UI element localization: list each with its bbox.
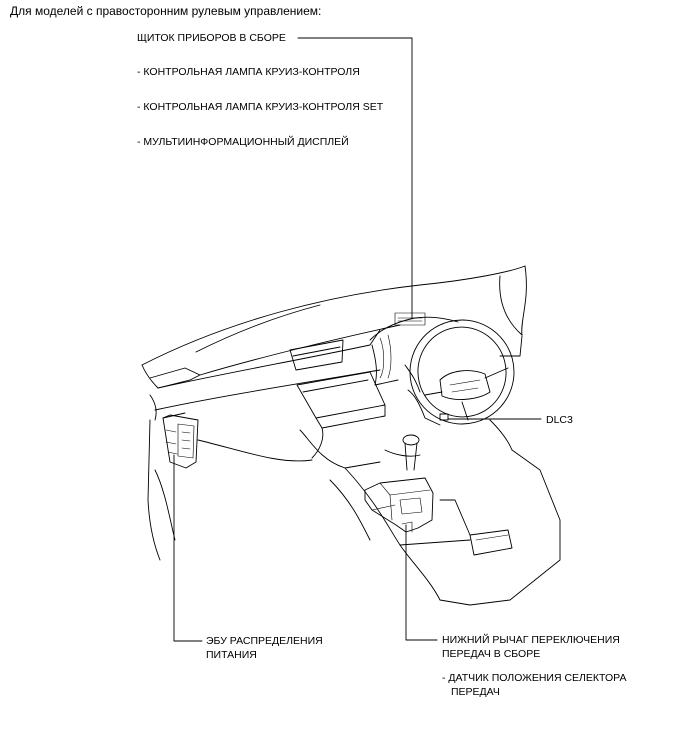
left-trim <box>147 419 313 561</box>
label-shift-lever-line1: НИЖНИЙ РЫЧАГ ПЕРЕКЛЮЧЕНИЯ <box>442 634 620 646</box>
label-instrument-cluster: ЩИТОК ПРИБОРОВ В СБОРЕ <box>137 32 286 44</box>
label-selector-sensor-line2: ПЕРЕДАЧ <box>451 686 500 698</box>
center-console <box>299 429 471 606</box>
leader-cluster <box>297 37 413 319</box>
door-panel <box>469 335 561 606</box>
shift-lever-assembly <box>364 477 434 533</box>
leader-ecu <box>173 454 203 642</box>
label-cruise-set-indicator: - КОНТРОЛЬНАЯ ЛАМПА КРУИЗ-КОНТРОЛЯ SET <box>137 101 384 113</box>
instrument-cluster <box>369 312 459 386</box>
leader-lines <box>173 37 542 642</box>
power-distribution-ecu <box>162 414 199 469</box>
label-multi-info-display: - МУЛЬТИИНФОРМАЦИОННЫЙ ДИСПЛЕЙ <box>137 136 349 148</box>
label-ecu-line2: ПИТАНИЯ <box>206 649 257 661</box>
windshield <box>141 265 527 366</box>
label-selector-sensor-line1: - ДАТЧИК ПОЛОЖЕНИЯ СЕЛЕКТОРА <box>442 672 627 684</box>
label-shift-lever-line2: ПЕРЕДАЧ В СБОРЕ <box>442 648 541 660</box>
dashboard <box>141 324 401 459</box>
steering-wheel <box>404 319 515 426</box>
page-header: Для моделей с правосторонним рулевым упр… <box>10 4 322 18</box>
leader-shift <box>405 524 438 641</box>
label-cruise-indicator: - КОНТРОЛЬНАЯ ЛАМПА КРУИЗ-КОНТРОЛЯ <box>137 66 360 78</box>
label-ecu-line1: ЭБУ РАСПРЕДЕЛЕНИЯ <box>206 635 323 647</box>
label-dlc3: DLC3 <box>546 414 573 426</box>
